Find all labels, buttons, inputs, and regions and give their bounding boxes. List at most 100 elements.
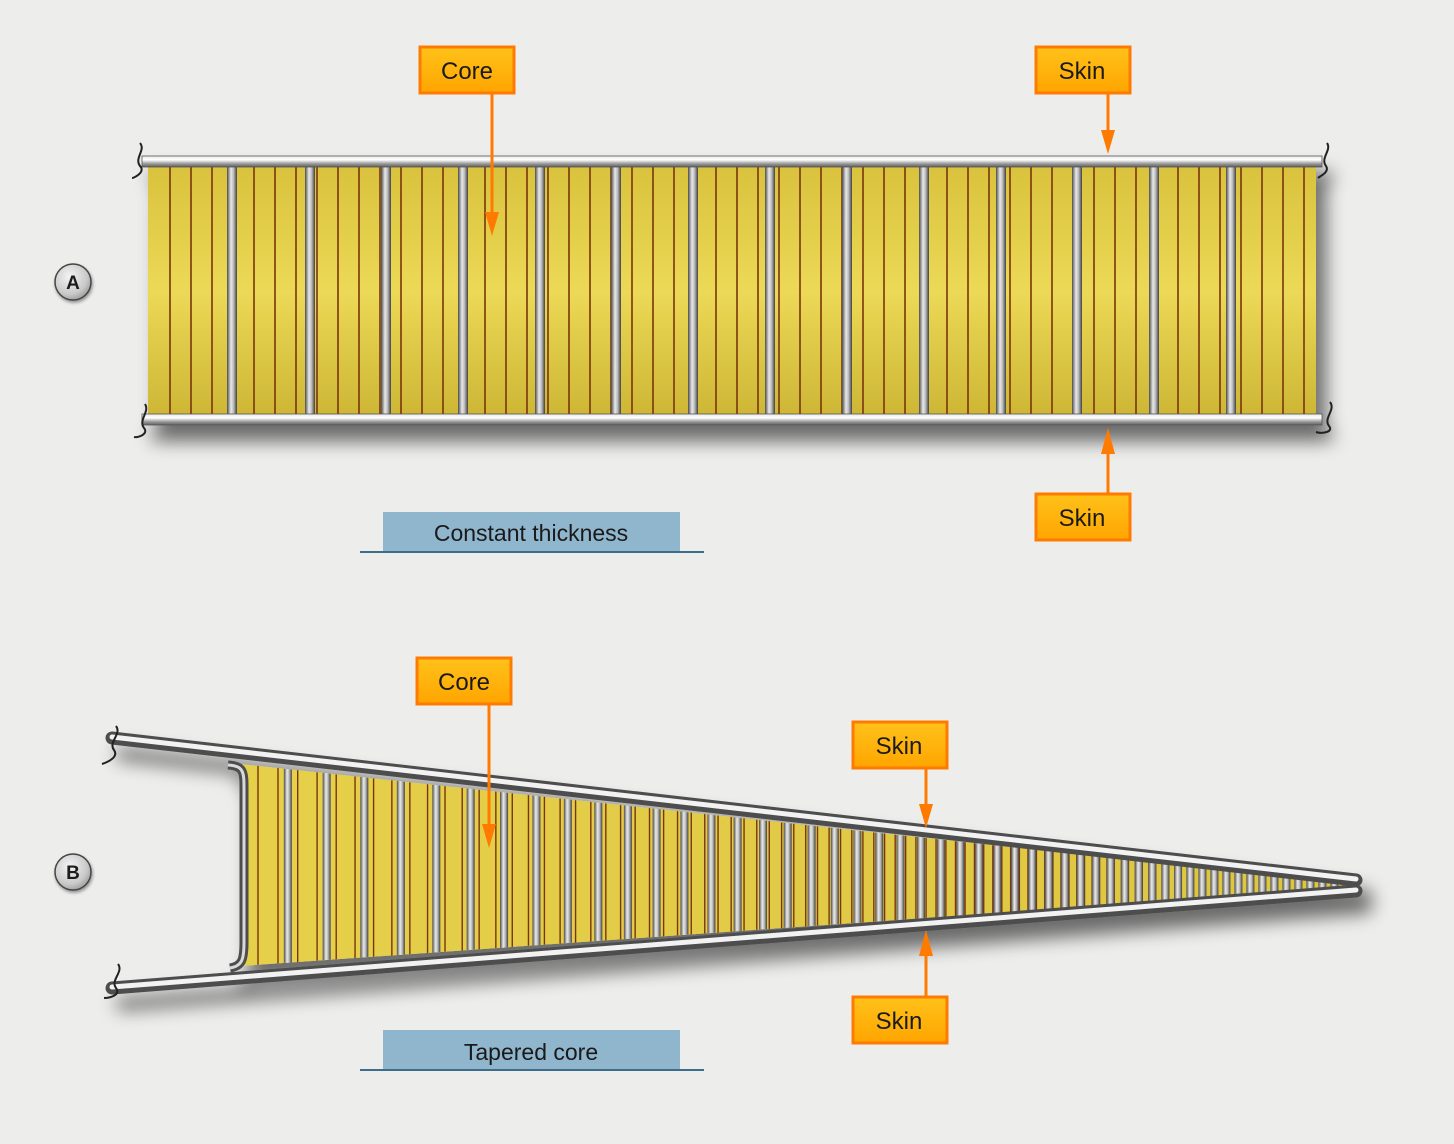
- panel-a-marker: A: [54, 263, 92, 301]
- core-cell-wall: [1134, 764, 1143, 966]
- core-cell-wall: [1060, 764, 1069, 966]
- core-cell-wall: [919, 166, 929, 416]
- core-cell-wall: [1072, 166, 1082, 416]
- panel-a-skin-bottom-callout: Skin: [1034, 428, 1132, 542]
- panel-a-skin-top: [141, 155, 1323, 168]
- core-cell-wall: [765, 166, 775, 416]
- panel-b-caption: Tapered core: [360, 1030, 704, 1071]
- core-cell-wall: [975, 764, 984, 966]
- break-mark-icon: [103, 963, 121, 999]
- core-cell-wall: [381, 166, 391, 416]
- panel-b-marker-label: B: [66, 863, 80, 884]
- panel-a-cell-walls: [227, 166, 1236, 416]
- core-cell-wall: [783, 764, 792, 966]
- panel-b-sandwich-body: [105, 731, 1363, 995]
- panel-b-skin-top: [105, 731, 1363, 887]
- panel-a-marker-label: A: [66, 273, 80, 294]
- core-cell-wall: [1120, 764, 1129, 966]
- panel-a-skin-top-callout: Skin: [1034, 45, 1132, 154]
- panel-a-core-cells: [169, 166, 1305, 416]
- panel-b-closeout: [227, 760, 249, 973]
- core-cell-wall: [432, 764, 441, 966]
- core-cell-wall: [322, 764, 331, 966]
- panel-a-skin-bottom-label: Skin: [1059, 505, 1106, 532]
- core-cell-wall: [227, 166, 237, 416]
- panel-b-core-label: Core: [438, 669, 490, 696]
- panel-b-core: [240, 764, 1352, 966]
- panel-b-marker: B: [54, 853, 92, 891]
- core-cell-wall: [916, 764, 925, 966]
- core-cell-wall: [563, 764, 572, 966]
- core-cell-wall: [652, 764, 661, 966]
- core-cell-wall: [1342, 764, 1351, 966]
- break-mark-icon: [1317, 142, 1330, 179]
- core-cell-wall: [688, 166, 698, 416]
- arrow-down-icon: [485, 212, 499, 236]
- break-mark-icon: [133, 403, 148, 439]
- core-cell-wall: [896, 764, 905, 966]
- core-cell-wall: [1306, 764, 1315, 966]
- core-cell-wall: [360, 764, 369, 966]
- core-cell-wall: [875, 764, 884, 966]
- core-cell-wall: [611, 166, 621, 416]
- panel-b-skin-bottom: [105, 884, 1363, 995]
- core-cell-wall: [1282, 764, 1291, 966]
- core-cell-wall: [759, 764, 768, 966]
- core-cell-wall: [623, 764, 632, 966]
- core-cell-wall: [535, 166, 545, 416]
- core-cell-wall: [1011, 764, 1020, 966]
- panel-a-sandwich-body: [141, 155, 1323, 426]
- arrow-down-icon: [482, 824, 496, 848]
- break-mark-icon: [131, 142, 143, 179]
- panel-b-caption-text: Tapered core: [464, 1039, 598, 1065]
- panel-b-skin-top-label: Skin: [876, 733, 923, 760]
- panel-a-caption: Constant thickness: [360, 512, 704, 553]
- arrow-up-icon: [919, 930, 933, 956]
- core-cell-wall: [936, 764, 945, 966]
- core-cell-wall: [680, 764, 689, 966]
- core-cell-wall: [1161, 764, 1170, 966]
- arrow-down-icon: [919, 804, 933, 828]
- core-cell-wall: [853, 764, 862, 966]
- core-cell-wall: [1226, 166, 1236, 416]
- core-cell-wall: [993, 764, 1002, 966]
- panel-b-tapered-core: B Core Skin Skin Tapered core: [54, 656, 1363, 1071]
- panel-a-core-label: Core: [441, 58, 493, 85]
- core-cell-wall: [466, 764, 475, 966]
- core-cell-wall: [500, 764, 509, 966]
- core-cell-wall: [956, 764, 965, 966]
- core-cell-wall: [1294, 764, 1303, 966]
- panel-a-skin-bottom: [141, 413, 1323, 426]
- core-cell-wall: [532, 764, 541, 966]
- panel-b-core-callout: Core: [415, 656, 513, 848]
- core-cell-wall: [1148, 764, 1157, 966]
- core-cell-wall: [1318, 764, 1327, 966]
- panel-a-core: [148, 166, 1316, 416]
- core-cell-wall: [842, 166, 852, 416]
- core-cell-wall: [1091, 764, 1100, 966]
- panel-a-core-callout: Core: [418, 45, 516, 236]
- core-cell-wall: [733, 764, 742, 966]
- core-cell-wall: [1330, 764, 1339, 966]
- panel-a-skin-top-label: Skin: [1059, 58, 1106, 85]
- panel-b-skin-top-callout: Skin: [851, 720, 949, 828]
- core-cell-wall: [807, 764, 816, 966]
- core-cell-wall: [283, 764, 292, 966]
- core-cell-wall: [707, 764, 716, 966]
- core-cell-wall: [830, 764, 839, 966]
- break-mark-icon: [1315, 401, 1333, 434]
- panel-a-constant-thickness: A Core Skin Skin Constant thickness: [54, 45, 1333, 553]
- core-cell-wall: [1044, 764, 1053, 966]
- core-cell-wall: [458, 166, 468, 416]
- core-cell-wall: [1076, 764, 1085, 966]
- core-cell-wall: [1106, 764, 1115, 966]
- core-cell-wall: [594, 764, 603, 966]
- core-cell-wall: [1028, 764, 1037, 966]
- core-cell-wall: [1149, 166, 1159, 416]
- core-cell-wall: [305, 166, 315, 416]
- arrow-up-icon: [1101, 428, 1115, 454]
- panel-b-skin-bottom-label: Skin: [876, 1008, 923, 1035]
- core-cell-wall: [996, 166, 1006, 416]
- arrow-down-icon: [1101, 130, 1115, 154]
